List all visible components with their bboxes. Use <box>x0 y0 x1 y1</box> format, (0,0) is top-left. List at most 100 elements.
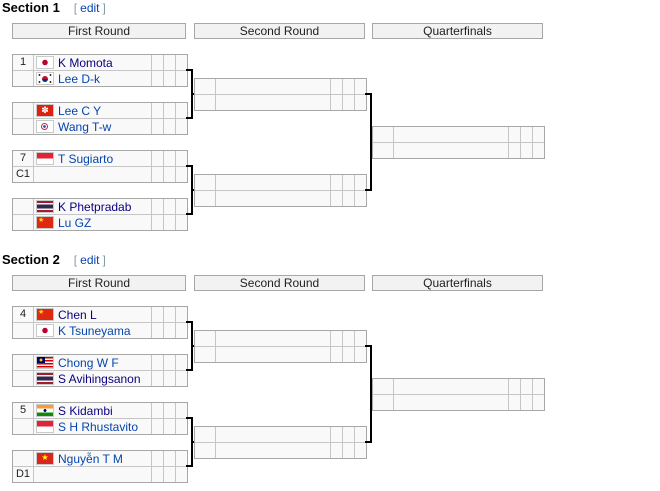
score-cell <box>175 199 187 214</box>
player-link[interactable]: Lee D-k <box>58 71 101 86</box>
score-cell <box>151 71 163 86</box>
player-cell-empty <box>216 95 330 110</box>
seed-cell <box>13 451 34 466</box>
player-cell: Chen L <box>34 307 151 322</box>
edit-wrapper: [edit] <box>74 253 106 267</box>
score-cell <box>354 79 366 94</box>
player-cell-empty <box>216 79 330 94</box>
score-cell <box>175 307 187 322</box>
section-title: Section 1 [edit] <box>2 0 106 15</box>
player-cell: Lee C Y <box>34 103 151 118</box>
score-cell <box>354 443 366 458</box>
player-cell-empty <box>216 331 330 346</box>
player-link[interactable]: T Sugiarto <box>58 151 114 166</box>
seed-cell: 7 <box>13 151 34 166</box>
player-link[interactable]: Lee C Y <box>58 103 102 118</box>
score-cell <box>354 331 366 346</box>
seed-cell <box>13 119 34 134</box>
score-cell <box>175 451 187 466</box>
player-link[interactable]: K Tsuneyama <box>58 323 131 338</box>
score-cell <box>175 355 187 370</box>
player-cell: Wang T-w <box>34 119 151 134</box>
player-cell-empty <box>216 347 330 362</box>
edit-link[interactable]: edit <box>80 253 100 267</box>
player-cell: K Phetpradab <box>34 199 151 214</box>
match-row <box>195 346 366 362</box>
flag-icon <box>37 373 53 384</box>
match-row: Nguyễn T M <box>13 451 187 466</box>
score-cell <box>163 419 175 434</box>
match-row <box>195 94 366 110</box>
bracket-connector <box>191 189 194 191</box>
score-cell <box>342 331 354 346</box>
seed-cell <box>13 371 34 386</box>
match-row: D1 <box>13 466 187 482</box>
player-cell: K Momota <box>34 55 151 70</box>
score-cell <box>163 71 175 86</box>
first-round-match-4: K Phetpradab Lu GZ <box>12 198 188 231</box>
score-cell <box>151 199 163 214</box>
score-cell <box>151 167 163 182</box>
bracket-connector <box>191 93 194 95</box>
seed-cell <box>13 103 34 118</box>
score-cell <box>532 127 544 142</box>
match-row: Wang T-w <box>13 118 187 134</box>
seed-cell <box>195 427 216 442</box>
seed-cell <box>195 347 216 362</box>
score-cell <box>163 215 175 230</box>
score-cell <box>330 427 342 442</box>
score-cell <box>520 127 532 142</box>
player-link[interactable]: S Avihingsanon <box>58 371 141 386</box>
score-cell <box>175 119 187 134</box>
player-link[interactable]: Wang T-w <box>58 119 112 134</box>
player-cell-empty <box>34 167 151 182</box>
player-link[interactable]: Chong W F <box>58 355 119 370</box>
score-cell <box>151 151 163 166</box>
edit-link[interactable]: edit <box>80 1 100 15</box>
edit-bracket-close: ] <box>102 1 106 15</box>
score-cell <box>175 371 187 386</box>
edit-bracket-open: [ <box>73 1 78 15</box>
first-round-match-4: Nguyễn T M D1 <box>12 450 188 483</box>
score-cell <box>175 151 187 166</box>
player-link[interactable]: Nguyễn T M <box>58 451 123 466</box>
section-title-text: Section 1 <box>2 0 60 15</box>
seed-cell <box>373 127 394 142</box>
player-link[interactable]: S Kidambi <box>58 403 113 418</box>
player-cell: T Sugiarto <box>34 151 151 166</box>
score-cell <box>342 175 354 190</box>
edit-bracket-open: [ <box>73 253 78 267</box>
section-title-text: Section 2 <box>2 252 60 267</box>
player-link[interactable]: S H Rhustavito <box>58 419 139 434</box>
score-cell <box>151 323 163 338</box>
match-row <box>195 79 366 94</box>
player-link[interactable]: Lu GZ <box>58 215 92 230</box>
score-cell <box>354 427 366 442</box>
player-cell-empty <box>216 175 330 190</box>
player-link[interactable]: K Phetpradab <box>58 199 132 214</box>
first-round-match-2: Lee C Y Wang T-w <box>12 102 188 135</box>
flag-icon <box>37 201 53 212</box>
score-cell <box>163 467 175 482</box>
score-cell <box>175 167 187 182</box>
player-cell-empty <box>34 467 151 482</box>
seed-cell <box>373 395 394 410</box>
score-cell <box>520 143 532 158</box>
bracket-connector <box>370 393 372 395</box>
score-cell <box>520 395 532 410</box>
player-link[interactable]: K Momota <box>58 55 113 70</box>
score-cell <box>342 443 354 458</box>
score-cell <box>532 143 544 158</box>
score-cell <box>354 175 366 190</box>
player-cell-empty <box>216 443 330 458</box>
first-round-match-3: 5 S Kidambi S H Rhustavito <box>12 402 188 435</box>
player-cell: Chong W F <box>34 355 151 370</box>
player-link[interactable]: Chen L <box>58 307 97 322</box>
score-cell <box>175 419 187 434</box>
score-cell <box>175 103 187 118</box>
match-row: Chong W F <box>13 355 187 370</box>
seed-cell: 4 <box>13 307 34 322</box>
quarterfinal-match <box>372 126 545 159</box>
match-row: 4 Chen L <box>13 307 187 322</box>
player-cell-empty <box>394 395 508 410</box>
